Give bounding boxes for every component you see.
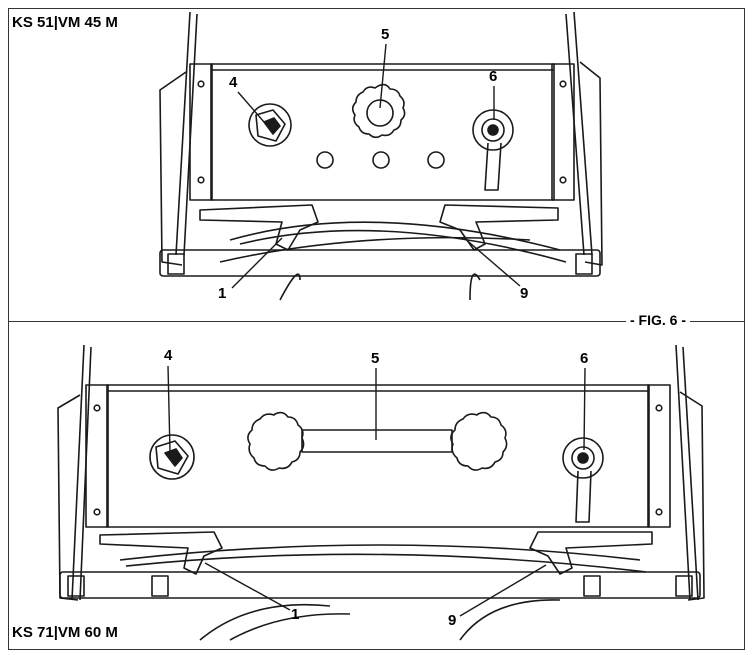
top-leader-lines [231,43,521,289]
bottom-machine-drawing [57,344,705,641]
top-callout-1: 1 [218,285,227,302]
bottom-callout-5: 5 [371,350,380,367]
bottom-panel-title: KS 71|VM 60 M [12,624,118,641]
top-callout-9: 9 [520,285,529,302]
bottom-callout-6: 6 [580,350,589,367]
top-panel-title: KS 51|VM 45 M [12,14,118,31]
top-callout-4: 4 [229,74,238,91]
top-callout-6: 6 [489,68,498,85]
top-callout-5: 5 [381,26,390,43]
bottom-callout-9: 9 [448,612,457,629]
figure-label: - FIG. 6 - [626,312,690,328]
top-machine-drawing [159,11,603,301]
bottom-callout-4: 4 [164,347,173,364]
bottom-leader-lines [167,365,586,617]
outer-frame [8,8,745,650]
bottom-callout-1: 1 [291,606,300,623]
